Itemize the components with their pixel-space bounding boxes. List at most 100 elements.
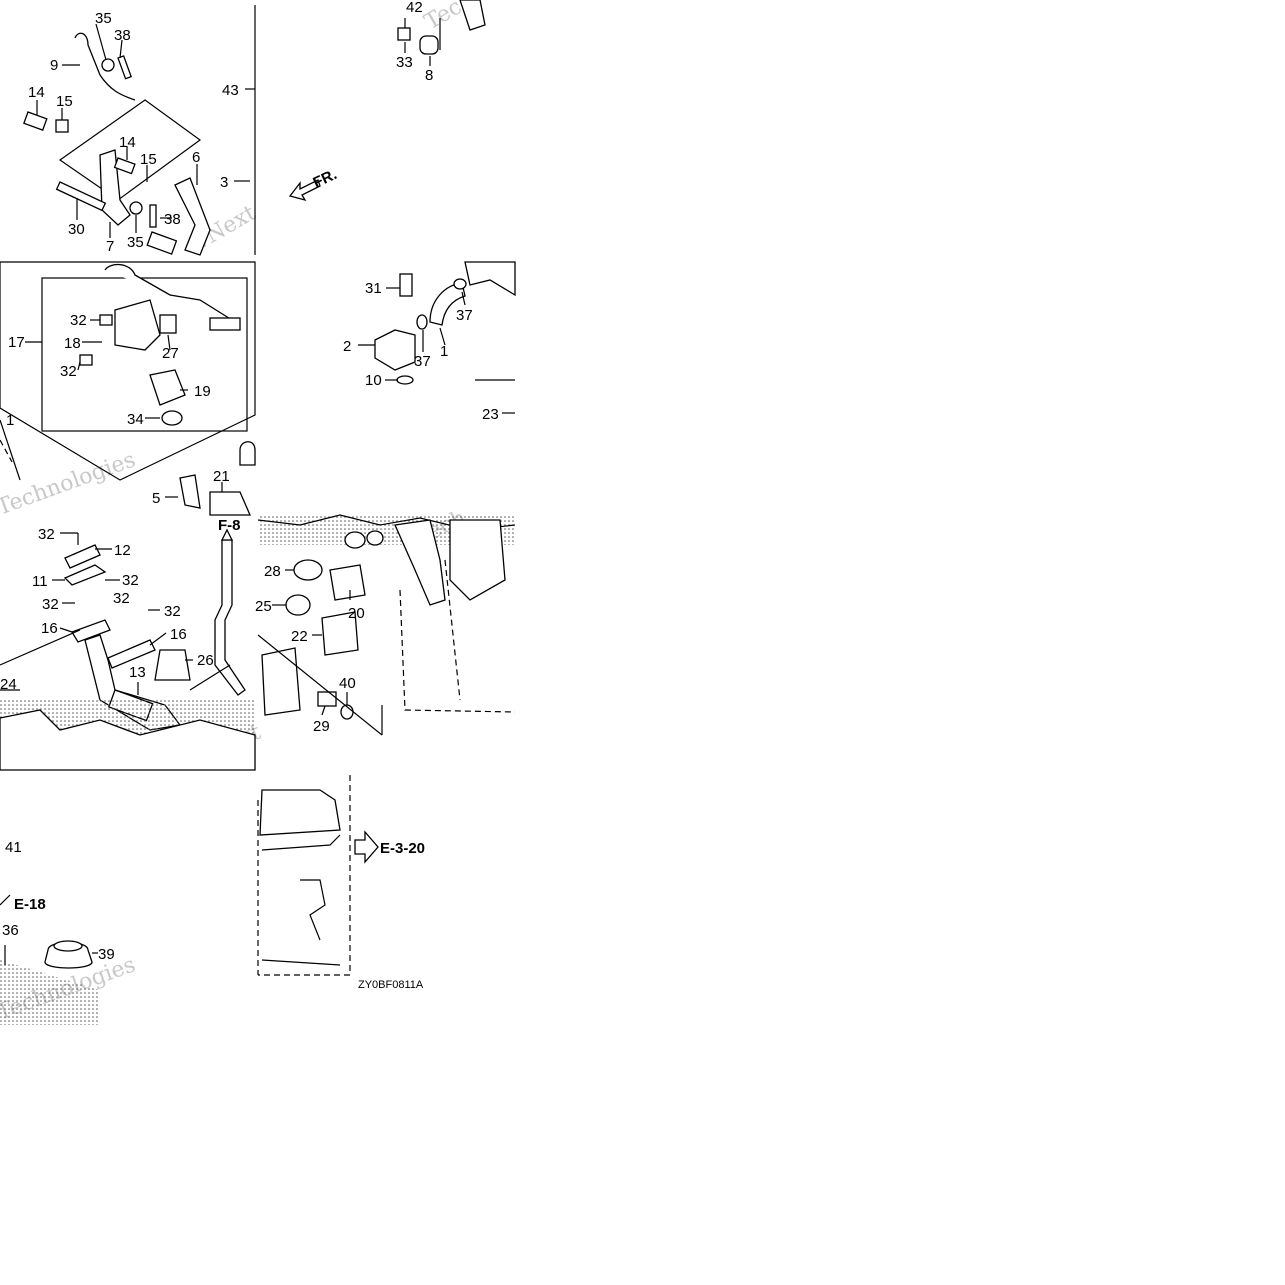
- callout-32: 32: [122, 572, 139, 589]
- callout-14: 14: [28, 84, 45, 101]
- valve-body-part: [374, 329, 416, 371]
- panel-shift-assy: [0, 528, 256, 771]
- bearing-part: [53, 940, 83, 952]
- callout-16: 16: [41, 620, 58, 637]
- up-arrow-icon: [220, 528, 234, 541]
- callout-numbers: 35 38 9 14 15 14 15 6 3 43 30 7 35 38 42…: [0, 0, 499, 963]
- seal-part: [329, 564, 366, 601]
- callout-9: 9: [50, 57, 58, 74]
- grommet-part: [419, 35, 439, 55]
- callout-25: 25: [255, 598, 272, 615]
- callout-21: 21: [213, 468, 230, 485]
- callout-36: 36: [2, 922, 19, 939]
- callout-26: 26: [197, 652, 214, 669]
- callout-38: 38: [164, 211, 181, 228]
- callout-32: 32: [38, 526, 55, 543]
- bolt-part: [79, 354, 93, 366]
- callout-35: 35: [95, 10, 112, 27]
- callout-2: 2: [343, 338, 351, 355]
- callout-15: 15: [56, 93, 73, 110]
- callout-15: 15: [140, 151, 157, 168]
- panel-linkage: FR.: [23, 5, 340, 256]
- plate-part: [64, 544, 101, 569]
- bolt-part: [55, 181, 107, 212]
- panel-bottom-left: [0, 894, 100, 1025]
- callout-42: 42: [406, 0, 423, 16]
- bolt-part: [399, 273, 413, 297]
- callout-6: 6: [192, 149, 200, 166]
- cotter-pin-part: [117, 55, 132, 80]
- clip-part: [55, 119, 69, 133]
- callout-1: 1: [440, 343, 448, 360]
- cap-part: [239, 441, 256, 466]
- callout-24: 24: [0, 676, 17, 693]
- washer-part: [129, 201, 143, 215]
- callout-32: 32: [164, 603, 181, 620]
- cotter-pin-part: [149, 204, 157, 228]
- plate-part: [71, 619, 111, 643]
- panel-switch-assy: [0, 261, 256, 516]
- plate-part: [107, 639, 156, 669]
- callout-19: 19: [194, 383, 211, 400]
- wire-harness-part: [104, 263, 241, 326]
- callout-41: 41: [5, 839, 22, 856]
- callout-11: 11: [32, 573, 48, 590]
- washer-part: [101, 58, 115, 72]
- callout-32: 32: [113, 590, 130, 607]
- seal-part: [261, 647, 301, 716]
- callout-40: 40: [339, 675, 356, 692]
- callout-37: 37: [414, 353, 431, 370]
- callout-29: 29: [313, 718, 330, 735]
- callout-27: 27: [162, 345, 179, 362]
- callout-18: 18: [64, 335, 81, 352]
- cowl-side-part: [449, 519, 506, 601]
- callout-10: 10: [365, 372, 382, 389]
- callout-7: 7: [106, 238, 114, 255]
- bolt-part: [397, 27, 411, 41]
- watermark-layer: Technologies vNext Technologies Tech vNe…: [0, 0, 559, 1026]
- callout-5: 5: [152, 490, 160, 507]
- lever-part: [174, 177, 211, 256]
- bracket-part: [459, 0, 486, 31]
- callout-16: 16: [170, 626, 187, 643]
- panel-bottom-right: [257, 775, 379, 976]
- washer-part: [396, 375, 414, 385]
- callout-34: 34: [127, 411, 144, 428]
- callout-37: 37: [456, 307, 473, 324]
- callout-22: 22: [291, 628, 308, 645]
- bolt-part: [317, 691, 337, 707]
- watermark-text: Technologies: [421, 0, 560, 35]
- callout-38: 38: [114, 27, 131, 44]
- panel-valve-assy: [358, 261, 516, 414]
- callout-32: 32: [60, 363, 77, 380]
- pin-part: [113, 157, 136, 175]
- panel-lower-cowl: [257, 514, 516, 736]
- callout-17: 17: [8, 334, 25, 351]
- boot-part: [154, 649, 191, 681]
- callout-43: 43: [222, 82, 239, 99]
- bushing-part: [146, 231, 178, 255]
- callout-30: 30: [68, 221, 85, 238]
- o-ring-part: [416, 314, 428, 330]
- lower-cowl-part: [259, 789, 341, 836]
- hose-part: [214, 539, 246, 696]
- callout-32: 32: [70, 312, 87, 329]
- bolt-part: [99, 314, 113, 326]
- seal-part: [321, 611, 359, 656]
- panel-top-right: [397, 0, 486, 66]
- callout-13: 13: [129, 664, 146, 681]
- plug-part: [285, 594, 311, 616]
- cover-part: [149, 369, 186, 406]
- ref-label-f8: F-8: [218, 517, 241, 534]
- callout-23: 23: [482, 406, 499, 423]
- callout-20: 20: [348, 605, 365, 622]
- housing-part: [0, 709, 256, 771]
- watermark-text: Technologies: [0, 447, 139, 520]
- front-marker-label: FR.: [311, 166, 340, 192]
- plug-part: [293, 559, 323, 581]
- connector-part: [209, 317, 241, 331]
- callout-32: 32: [42, 596, 59, 613]
- grommet-part: [344, 531, 366, 549]
- front-arrow-icon: [288, 179, 321, 202]
